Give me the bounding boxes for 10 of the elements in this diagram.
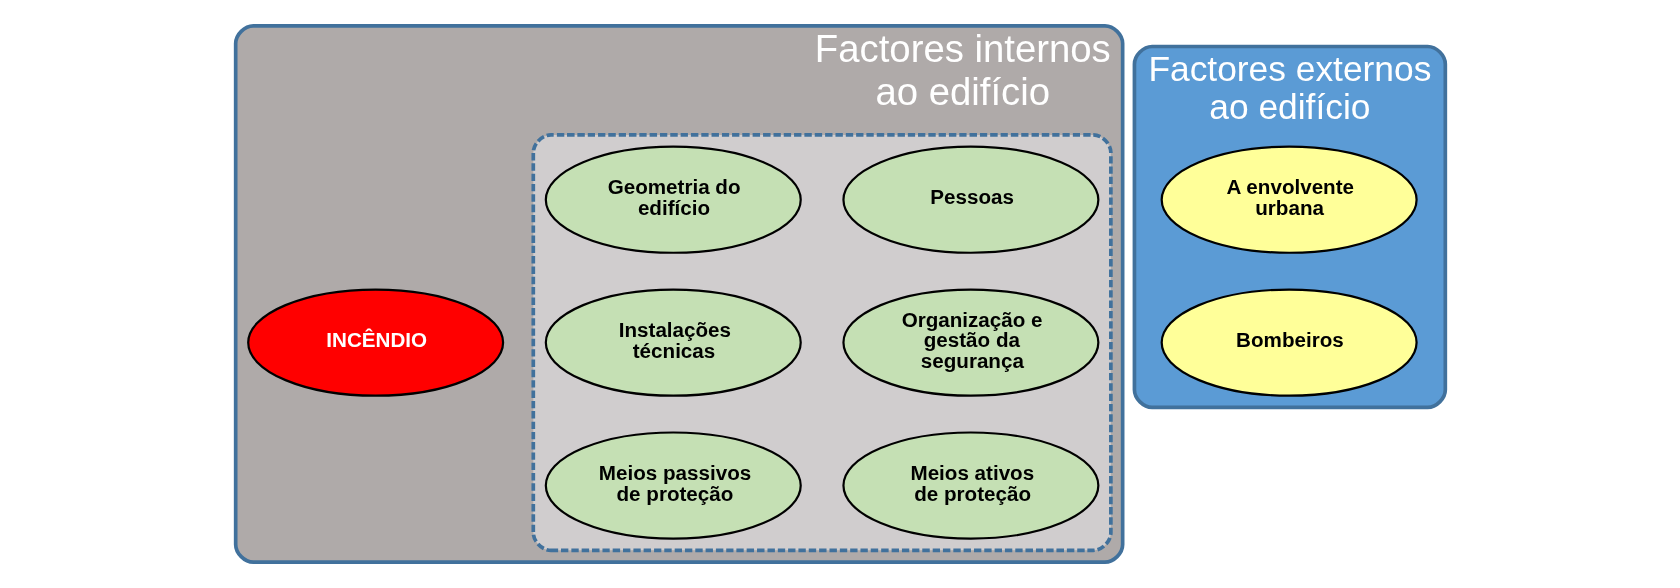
node-ellipse: Pessoas [841,145,1099,254]
node-ellipse: Meios ativos de proteção [841,431,1099,540]
node-ellipse: A envolvente urbana [1160,145,1418,254]
node-ellipse: Geometria do edifício [544,145,802,254]
cluster [530,133,1113,553]
node-ellipse: Instalações técnicas [544,288,802,397]
node-ellipse: INCÊNDIO [246,288,504,397]
node-ellipse: Organização e gestão da segurança [841,288,1099,397]
node-ellipse: Bombeiros [1160,288,1418,397]
node-ellipse: Meios passivos de proteção [544,431,802,540]
